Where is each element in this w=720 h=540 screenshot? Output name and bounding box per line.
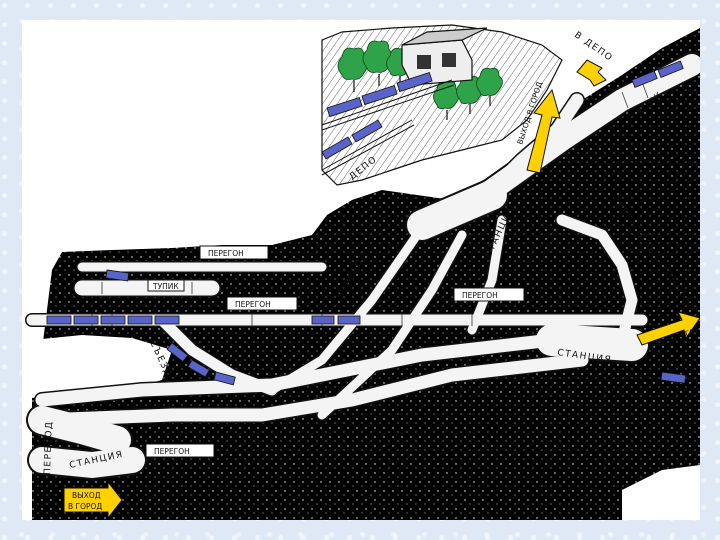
tunnels-interior: [26, 54, 700, 478]
label-transfer-left: ПЕРЕХОД: [43, 420, 55, 475]
metro-scheme-svg: В ДЕПО ДЕПО ТУПИК ТУПИК ВЫХОД В ГОРОД ВЫ…: [25, 24, 700, 520]
exit-arrow-right: [636, 311, 700, 346]
tunnel-trains: [46, 60, 687, 386]
label-haul-4: ПЕРЕГОН: [154, 447, 190, 456]
label-haul-1: ПЕРЕГОН: [208, 249, 244, 258]
exit-arrow-top: [526, 88, 561, 174]
label-deadend-left: ТУПИК: [152, 282, 179, 291]
ground-bay-right: [622, 465, 700, 520]
metro-diagram: В ДЕПО ДЕПО ТУПИК ТУПИК ВЫХОД В ГОРОД ВЫ…: [22, 20, 700, 520]
label-depot-top: В ДЕПО: [572, 30, 614, 64]
label-exit-bottom-2: В ГОРОД: [68, 502, 102, 511]
label-plates: [145, 245, 525, 458]
label-exit-bottom-1: ВЫХОД: [72, 491, 101, 500]
depot-tracks: [321, 79, 455, 176]
label-haul-3: ПЕРЕГОН: [462, 291, 498, 300]
exit-arrows: [63, 59, 700, 520]
tree-trunks: [353, 74, 491, 120]
depot-building: [401, 27, 488, 86]
ground-bay-left: [32, 335, 172, 398]
depot-arrow: [576, 59, 607, 87]
label-haul-2: ПЕРЕГОН: [235, 300, 271, 309]
depot-trains: [321, 71, 433, 160]
exit-arrow-bottom: [63, 480, 123, 520]
